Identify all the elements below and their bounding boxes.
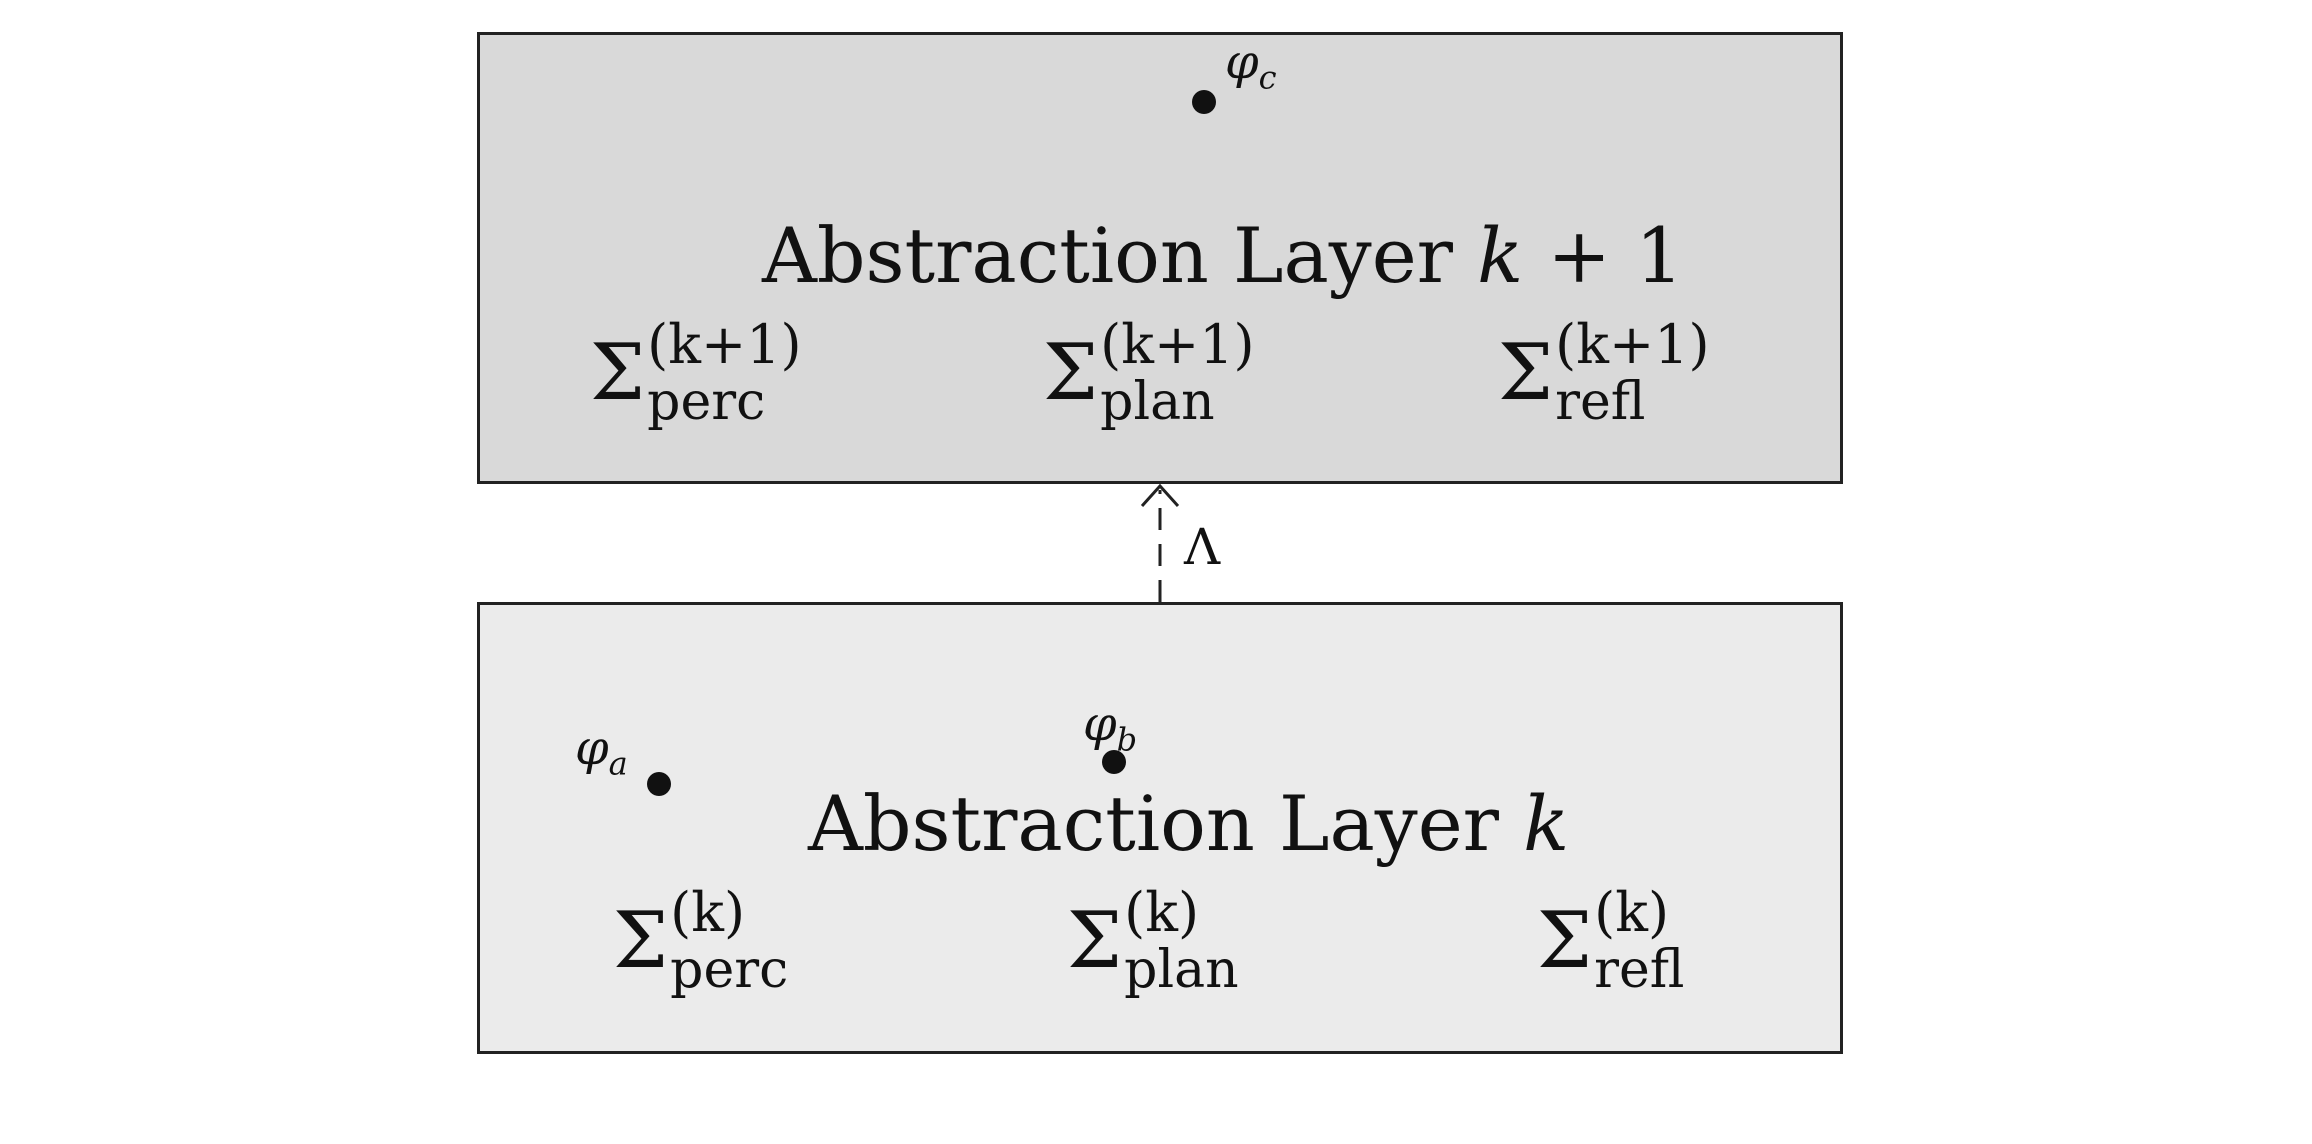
- abstraction-layer-upper: [477, 32, 1843, 484]
- sigma-refl-upper: Σ (k+1)refl: [1498, 313, 1710, 432]
- phi-b-label: φb: [1083, 696, 1138, 759]
- upper-layer-title: Abstraction Layer k + 1: [762, 211, 1684, 300]
- abstraction-layer-lower: [477, 602, 1843, 1054]
- phi-a-label: φa: [575, 720, 628, 783]
- lambda-label: Λ: [1184, 518, 1221, 576]
- phi-b-point: [1102, 750, 1126, 774]
- arrow-head: [1140, 483, 1180, 508]
- sigma-plan-upper: Σ (k+1)plan: [1043, 313, 1255, 432]
- phi-c-point: [1192, 90, 1216, 114]
- sigma-perc-lower: Σ (k)perc: [613, 881, 789, 1000]
- sigma-refl-lower: Σ (k)refl: [1537, 881, 1685, 1000]
- phi-c-label: φc: [1225, 34, 1277, 97]
- sigma-plan-lower: Σ (k)plan: [1067, 881, 1239, 1000]
- sigma-perc-upper: Σ (k+1)perc: [590, 313, 802, 432]
- lower-layer-title: Abstraction Layer k: [808, 779, 1570, 868]
- phi-a-point: [647, 772, 671, 796]
